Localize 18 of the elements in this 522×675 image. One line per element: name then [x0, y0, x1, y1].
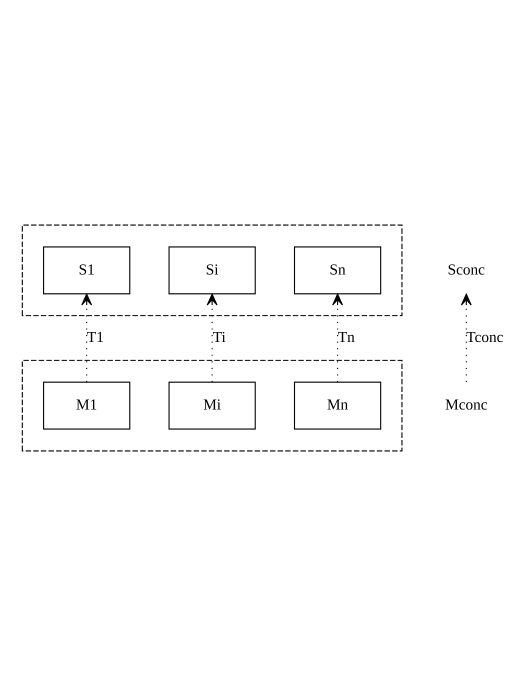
node-box: Mn [293, 381, 381, 430]
arrow [332, 293, 343, 382]
edge-label: Tconc [466, 328, 503, 346]
cluster [21, 359, 402, 451]
arrow [460, 293, 472, 382]
edge-label: Ti [212, 328, 226, 346]
edge-label: Tn [337, 328, 354, 346]
node-box: Sn [293, 246, 381, 294]
arrow [80, 293, 92, 382]
node-text: Mconc [444, 396, 488, 414]
node-box: M1 [42, 381, 130, 430]
edge-label: T1 [86, 328, 104, 346]
node-box: S1 [42, 246, 130, 294]
node-box: Si [168, 246, 256, 294]
node-text: Sconc [447, 260, 484, 278]
arrow [206, 293, 218, 382]
node-box: Mi [168, 381, 256, 430]
cluster [21, 224, 402, 316]
